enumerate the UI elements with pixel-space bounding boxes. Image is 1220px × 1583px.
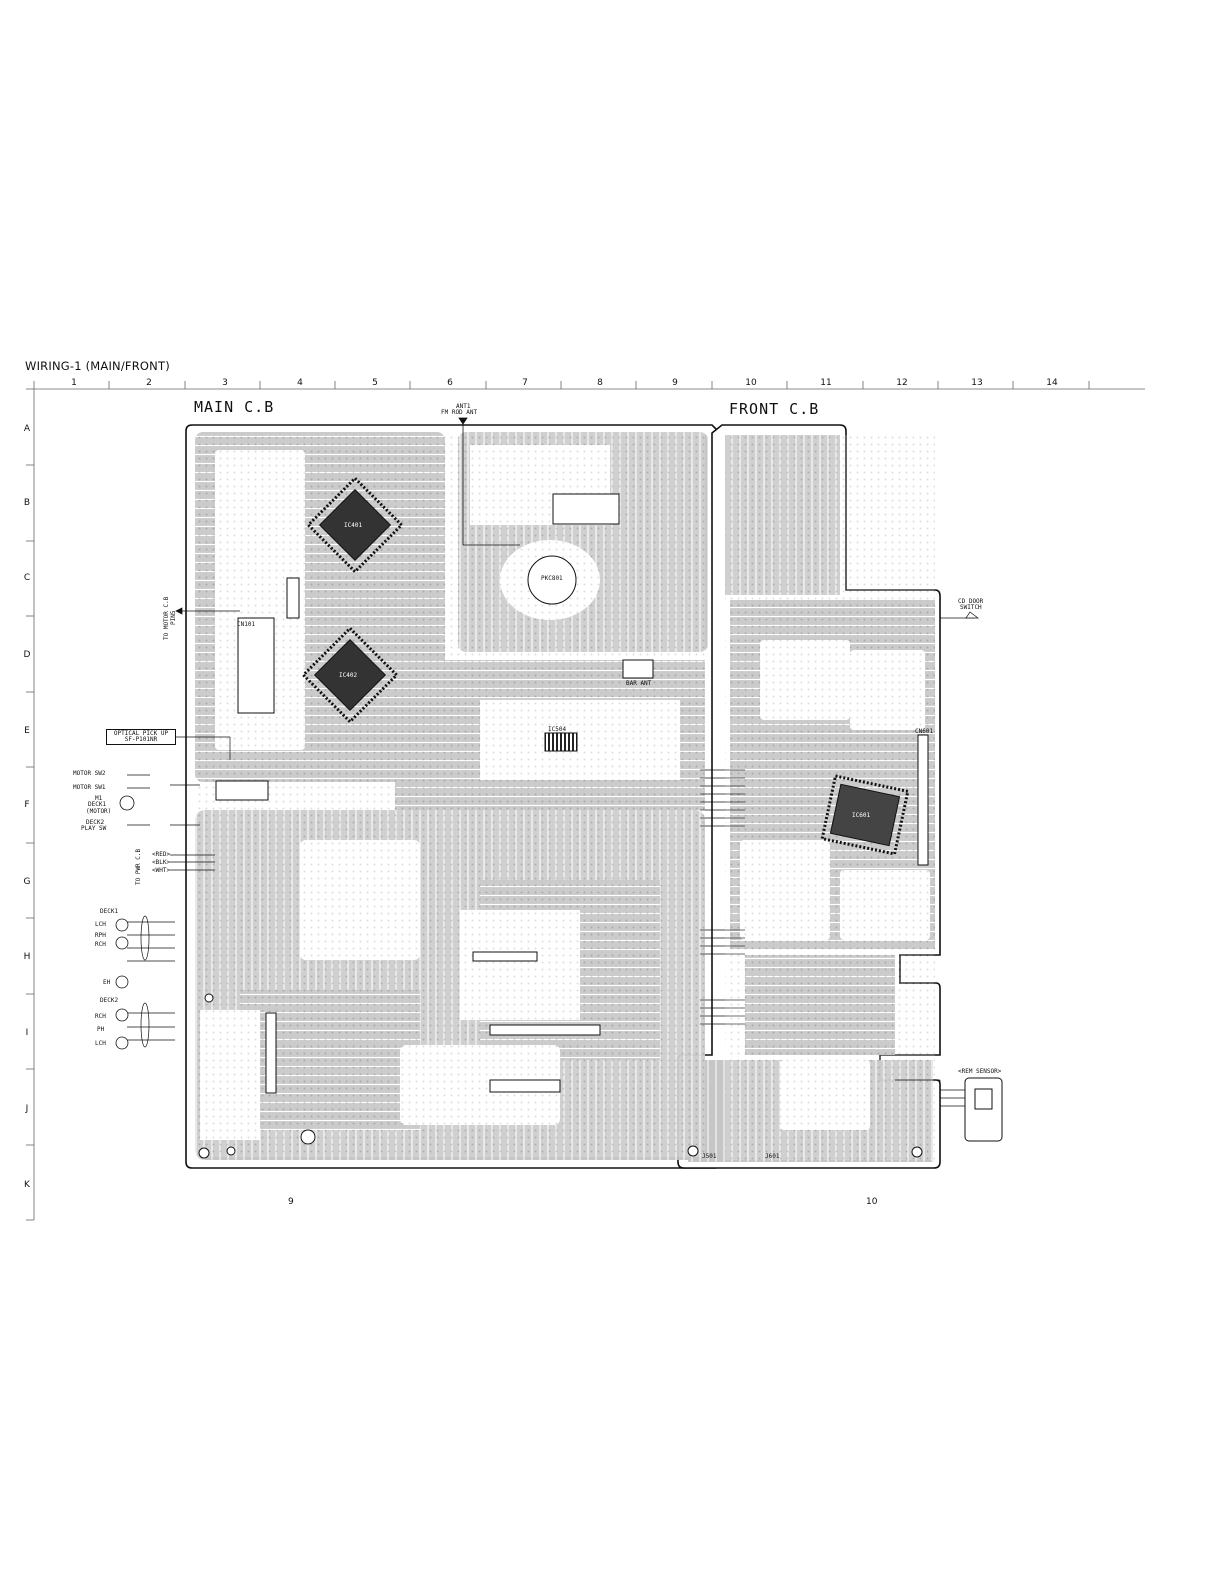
- ic-main-b: [306, 476, 404, 574]
- j601-label: J601: [765, 1153, 780, 1160]
- eh-label: EH: [103, 979, 111, 986]
- to-motor-pins-label: PIN5: [170, 610, 177, 625]
- ic-main-d: [301, 626, 399, 724]
- ic-center-label: IC504: [548, 726, 567, 733]
- row-label: A: [23, 424, 31, 434]
- row-label: D: [23, 650, 31, 660]
- deck1-rph-label: RPH: [95, 932, 106, 939]
- connector-strip: [215, 780, 269, 801]
- ic-front: [820, 774, 910, 856]
- page-number-right: 10: [866, 1197, 878, 1207]
- mounting-holes: [198, 993, 923, 1159]
- connector-strip: [489, 1079, 561, 1093]
- front-board-title: FRONT C.B: [729, 400, 820, 418]
- cn601-label: CN601: [915, 728, 934, 735]
- row-label: F: [24, 800, 30, 810]
- row-label: I: [25, 1028, 29, 1038]
- column-label: 4: [297, 378, 303, 388]
- bar-antenna-label: BAR ANT: [626, 680, 652, 687]
- optical-pickup-label: OPTICAL PICK UP: [113, 730, 169, 737]
- column-label: 9: [672, 378, 678, 388]
- column-label: 7: [522, 378, 528, 388]
- rem-sensor-window: [974, 1088, 993, 1110]
- row-label: E: [24, 726, 30, 736]
- cd-door-switch-label: SWITCH: [960, 604, 982, 611]
- m1-label: M1: [95, 795, 103, 802]
- column-label: 5: [372, 378, 378, 388]
- deck2-label: DECK2: [100, 997, 119, 1004]
- connector-strip: [286, 577, 300, 619]
- row-label: H: [23, 952, 31, 962]
- motor-sw2-label: MOTOR SW2: [73, 770, 106, 777]
- column-label: 10: [745, 378, 757, 388]
- motor-label: (MOTOR): [86, 808, 112, 815]
- grid-frame: [26, 381, 1145, 1221]
- deck1-rch-label: RCH: [95, 941, 106, 948]
- ic-main-b-label: IC401: [344, 522, 363, 529]
- deck1-label: DECK1: [100, 908, 119, 915]
- left-wiring: [127, 607, 240, 1048]
- column-label: 1: [71, 378, 77, 388]
- connector-strip: [265, 1012, 277, 1094]
- wire-blk-label: <BLK>: [152, 859, 171, 866]
- optical-pickup-box: OPTICAL PICK UP SF-P101NR: [106, 729, 176, 745]
- column-label: 13: [971, 378, 983, 388]
- motor-sw1-label: MOTOR SW1: [73, 784, 106, 791]
- cd-door-label: CD DOOR: [958, 598, 984, 605]
- row-label: K: [24, 1180, 30, 1190]
- cn101-label: CN101: [237, 621, 256, 628]
- j501-label: J501: [702, 1153, 717, 1160]
- to-pwr-label: TO PWR C.B: [135, 848, 142, 885]
- deck-motor-label: DECK1: [88, 801, 107, 808]
- column-label: 14: [1046, 378, 1058, 388]
- connector-strip: [472, 951, 538, 962]
- tuner-label: PKC801: [541, 575, 563, 582]
- wire-wht-label: <WHT>: [152, 867, 171, 874]
- right-wiring: [895, 611, 980, 1107]
- row-label: J: [25, 1104, 29, 1114]
- row-label: G: [23, 877, 31, 887]
- deck2-ph-label: PH: [97, 1026, 105, 1033]
- tuner-module: [527, 555, 577, 605]
- column-label: 3: [222, 378, 228, 388]
- connector-strip: [552, 493, 620, 525]
- deck2-play-label: DECK2: [86, 819, 105, 826]
- antenna-lead: [458, 417, 520, 546]
- column-label: 6: [447, 378, 453, 388]
- wire-red-label: <RED>: [152, 851, 171, 858]
- row-label: B: [23, 498, 31, 508]
- connector-strip: [917, 734, 929, 866]
- column-label: 8: [597, 378, 603, 388]
- main-board-title: MAIN C.B: [194, 398, 275, 416]
- page-title: WIRING-1 (MAIN/FRONT): [25, 359, 170, 373]
- deck2-play-sw-label: PLAY SW: [81, 825, 107, 832]
- optical-pickup-model: SF-P101NR: [124, 736, 158, 743]
- column-label: 2: [146, 378, 152, 388]
- to-motor-label: TO MOTOR C.B: [163, 596, 170, 640]
- page-number-left: 9: [288, 1197, 294, 1207]
- deck2-rch-label: RCH: [95, 1013, 106, 1020]
- row-label: C: [23, 573, 31, 583]
- column-label: 11: [820, 378, 832, 388]
- ic-main-d-label: IC402: [339, 672, 358, 679]
- connector-strip: [237, 617, 275, 714]
- rem-sensor-label: <REM SENSOR>: [958, 1068, 1002, 1075]
- antenna-label: ANT1: [456, 403, 471, 410]
- ic-front-label: IC601: [852, 812, 871, 819]
- deck2-lch-label: LCH: [95, 1040, 106, 1047]
- column-label: 12: [896, 378, 908, 388]
- antenna-label: FM ROD ANT: [441, 409, 478, 416]
- ic-center: [544, 732, 578, 752]
- connector-strip: [622, 659, 654, 679]
- left-jacks: [115, 795, 135, 1050]
- deck1-lch-label: LCH: [95, 921, 106, 928]
- connector-strip: [489, 1024, 601, 1036]
